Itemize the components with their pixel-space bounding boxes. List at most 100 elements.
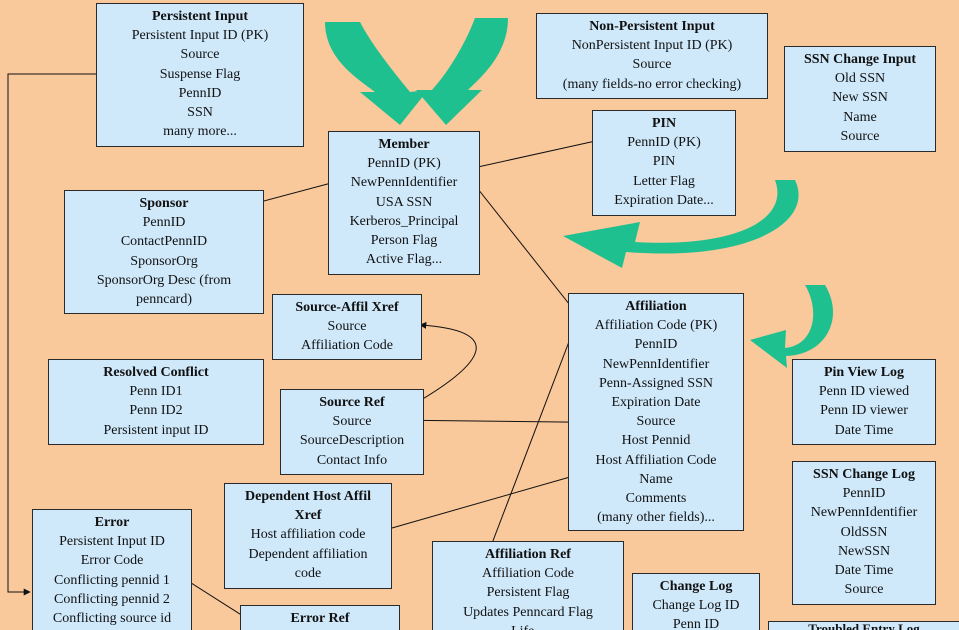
green-flow-arrow-left (325, 22, 428, 125)
entity-field: Life... (433, 622, 623, 630)
entity-field: Persistent Flag (486, 585, 570, 601)
entity-field: Penn ID viewer (820, 403, 908, 419)
entity-field: Change Log ID (652, 598, 740, 614)
entity-field: SponsorOrg (130, 253, 198, 269)
entity-field: USA SSN (375, 194, 433, 210)
entity-error[interactable]: Error Persistent Input ID Error Code Con… (32, 509, 192, 630)
entity-field: Penn ID2 (129, 403, 183, 419)
entity-title: Affiliation (625, 299, 687, 314)
entity-field: Penn ID viewed (818, 384, 910, 400)
entity-field: PennID (142, 215, 186, 231)
entity-partial-box[interactable]: Troubled Entry Log (768, 621, 959, 630)
entity-field: Penn-Assigned SSN (599, 375, 713, 391)
entity-resolved-conflict[interactable]: Resolved Conflict Penn ID1 Penn ID2 Pers… (48, 359, 264, 445)
entity-field: Source (844, 582, 884, 598)
affiliation-dependent-link (384, 476, 571, 532)
entity-field: many more... (163, 124, 237, 140)
entity-field: PennID (PK) (627, 135, 701, 151)
entity-title: Source-Affil Xref (295, 300, 399, 315)
entity-field: PennID (178, 85, 222, 101)
entity-field: OldSSN (840, 524, 888, 540)
entity-field: Penn ID1 (129, 384, 183, 400)
entity-title: Resolved Conflict (103, 365, 209, 380)
entity-title: Error (94, 515, 130, 530)
entity-field: Source (840, 128, 880, 144)
entity-field: Affiliation Code (PK) (594, 318, 718, 334)
entity-field: Source (180, 47, 220, 63)
entity-field: Affiliation Code (301, 338, 393, 354)
entity-pin[interactable]: PIN PennID (PK) PIN Letter Flag Expirati… (592, 110, 736, 216)
entity-title: Persistent Input (151, 9, 249, 24)
entity-field: Contact Info (316, 452, 388, 468)
entity-non-persistent-input[interactable]: Non-Persistent Input NonPersistent Input… (536, 13, 768, 99)
entity-title: SSN Change Log (813, 467, 915, 482)
entity-title: Member (378, 137, 430, 152)
entity-field: NewPennIdentifier (350, 175, 458, 191)
green-flow-arrow-right (416, 18, 508, 125)
entity-field: NewPennIdentifier (602, 356, 710, 372)
entity-field: Error Code (80, 553, 144, 569)
entity-field: PennID (842, 486, 886, 502)
entity-field: SSN (187, 105, 213, 121)
entity-dependent-host-affil-xref[interactable]: Dependent Host Affil Xref Host affiliati… (224, 483, 392, 589)
entity-field: Source (632, 57, 672, 73)
entity-field: Host Affiliation Code (595, 452, 717, 468)
entity-field: Dependent affiliation (248, 546, 368, 562)
entity-field: SponsorOrg Desc (from (96, 272, 232, 288)
entity-title: Source Ref (319, 395, 385, 410)
entity-persistent-input[interactable]: Persistent Input Persistent Input ID (PK… (96, 3, 304, 147)
entity-field: Date Time (834, 422, 894, 438)
entity-field: Conflicting pennid 1 (54, 572, 170, 588)
entity-title: SSN Change Input (803, 52, 917, 67)
persistent-error-link (7, 73, 97, 596)
entity-field: Persistent Input ID (59, 534, 165, 550)
entity-field: Penn ID (672, 617, 720, 630)
green-flow-arrow-ssn (750, 285, 834, 368)
entity-title: Troubled Entry Log (808, 621, 920, 630)
entity-field: PennID (PK) (367, 156, 441, 172)
entity-error-ref[interactable]: Error Ref (240, 605, 400, 630)
entity-field: NewPennIdentifier (810, 505, 918, 521)
entity-source-ref[interactable]: Source Ref Source SourceDescription Cont… (280, 389, 424, 475)
entity-field: Conflicting source id (52, 611, 172, 627)
entity-field: Letter Flag (633, 173, 695, 189)
entity-field: Source (332, 414, 372, 430)
entity-field: Name (843, 109, 877, 125)
entity-ssn-change-input[interactable]: SSN Change Input Old SSN New SSN Name So… (784, 46, 936, 152)
entity-field: Affiliation Code (482, 566, 574, 582)
entity-title: Affiliation Ref (485, 547, 571, 562)
entity-field: Updates Penncard Flag (463, 604, 593, 620)
entity-title: Sponsor (139, 196, 189, 211)
entity-ssn-change-log[interactable]: SSN Change Log PennID NewPennIdentifier … (792, 461, 936, 605)
entity-field: Expiration Date... (614, 192, 714, 208)
entity-affiliation[interactable]: Affiliation Affiliation Code (PK) PennID… (568, 293, 744, 531)
entity-title: Dependent Host Affil Xref (245, 489, 371, 524)
entity-field: Expiration Date (611, 395, 701, 411)
entity-field: code (294, 565, 322, 581)
entity-field: Person Flag (370, 233, 438, 249)
entity-field: Persistent Input ID (PK) (131, 28, 269, 44)
entity-title: Non-Persistent Input (589, 19, 715, 34)
entity-title: PIN (651, 116, 677, 131)
entity-field: Suspense Flag (159, 66, 241, 82)
entity-source-affil-xref[interactable]: Source-Affil Xref Source Affiliation Cod… (272, 294, 422, 360)
entity-field: PennID (634, 337, 678, 353)
entity-field: Old SSN (834, 71, 886, 87)
entity-field: Comments (625, 491, 687, 507)
entity-pin-view-log[interactable]: Pin View Log Penn ID viewed Penn ID view… (792, 359, 936, 445)
entity-field: Active Flag... (365, 252, 443, 268)
entity-field: Conflicting pennid 2 (54, 591, 170, 607)
entity-field: Source (327, 319, 367, 335)
entity-field: Date Time (834, 563, 894, 579)
entity-affiliation-ref[interactable]: Affiliation Ref Affiliation Code Persist… (432, 541, 624, 630)
entity-title: Pin View Log (823, 365, 905, 380)
affiliation-affref-link (477, 325, 576, 581)
entity-member[interactable]: Member PennID (PK) NewPennIdentifier USA… (328, 131, 480, 275)
green-flow-arrow-pin (563, 180, 799, 268)
entity-sponsor[interactable]: Sponsor PennID ContactPennID SponsorOrg … (64, 190, 264, 314)
entity-field: SourceDescription (299, 433, 405, 449)
entity-field: New SSN (832, 90, 888, 106)
entity-field: Kerberos_Principal (349, 213, 459, 229)
entity-field: Name (639, 471, 673, 487)
entity-change-log[interactable]: Change Log Change Log ID Penn ID (632, 573, 760, 630)
